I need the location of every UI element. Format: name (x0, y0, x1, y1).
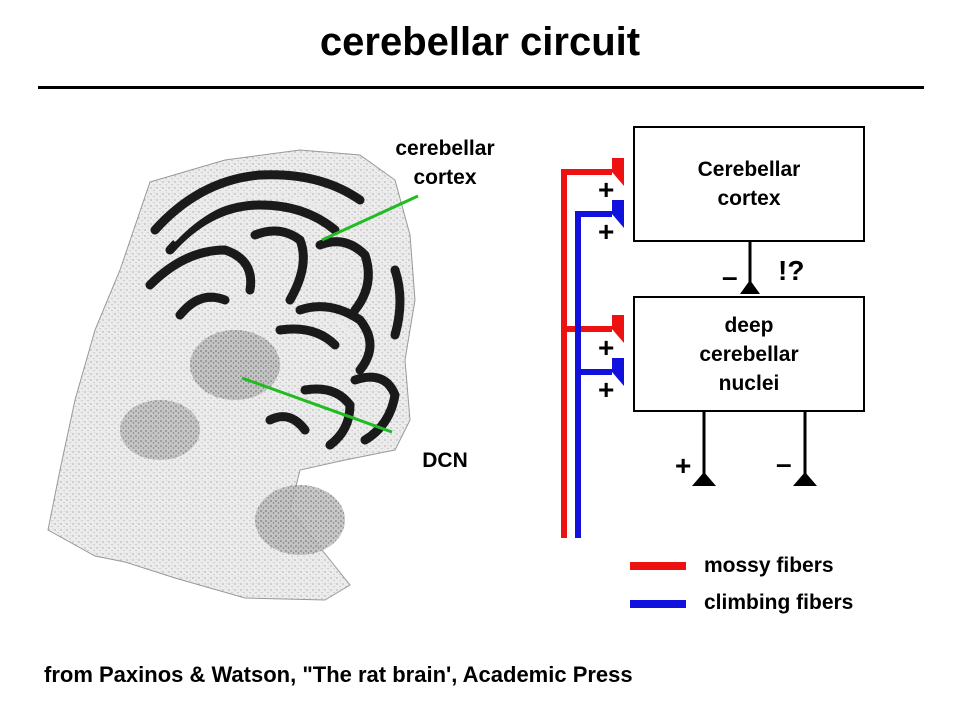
output-synapse-left-icon (692, 472, 716, 486)
dcn-label: DCN (422, 449, 468, 472)
output-synapse-right-icon (793, 472, 817, 486)
cerebellum-section-image (47, 149, 416, 601)
cortex-to-nuclei-minus: – (722, 261, 738, 292)
source-citation: from Paxinos & Watson, "The rat brain', … (44, 662, 633, 687)
climbing-synapse-cortex-icon (612, 200, 624, 228)
legend-mossy-label: mossy fibers (704, 554, 834, 577)
cortex-pointer-line (321, 194, 419, 242)
title-divider (38, 86, 924, 89)
legend-climbing-label: climbing fibers (704, 591, 854, 614)
cerebellar-cortex-label: cerebellar cortex (395, 137, 495, 189)
page-title: cerebellar circuit (319, 20, 641, 64)
cortex-climbing-plus: + (598, 216, 615, 247)
legend-climbing-swatch (630, 600, 686, 608)
mossy-synapse-cortex-icon (612, 158, 624, 186)
deep-cerebellar-nuclei-box: deep cerebellar nuclei (633, 296, 865, 412)
nuclei-climbing-plus: + (598, 374, 615, 405)
cerebellar-cortex-box: Cerebellar cortex (633, 126, 865, 242)
question-mark-annotation: !? (778, 255, 805, 286)
climbing-synapse-nuclei-icon (612, 358, 624, 386)
cortex-mossy-plus: + (598, 174, 615, 205)
legend-mossy-swatch (630, 562, 686, 570)
output-minus: – (776, 448, 792, 479)
dcn-pointer-line (241, 376, 393, 434)
nuclei-mossy-plus: + (598, 332, 615, 363)
mossy-fiber-path (561, 169, 612, 538)
output-plus: + (675, 450, 692, 481)
mossy-synapse-nuclei-icon (612, 315, 624, 343)
cortex-to-nuclei-synapse-icon (740, 280, 760, 294)
climbing-fiber-path (575, 211, 612, 538)
